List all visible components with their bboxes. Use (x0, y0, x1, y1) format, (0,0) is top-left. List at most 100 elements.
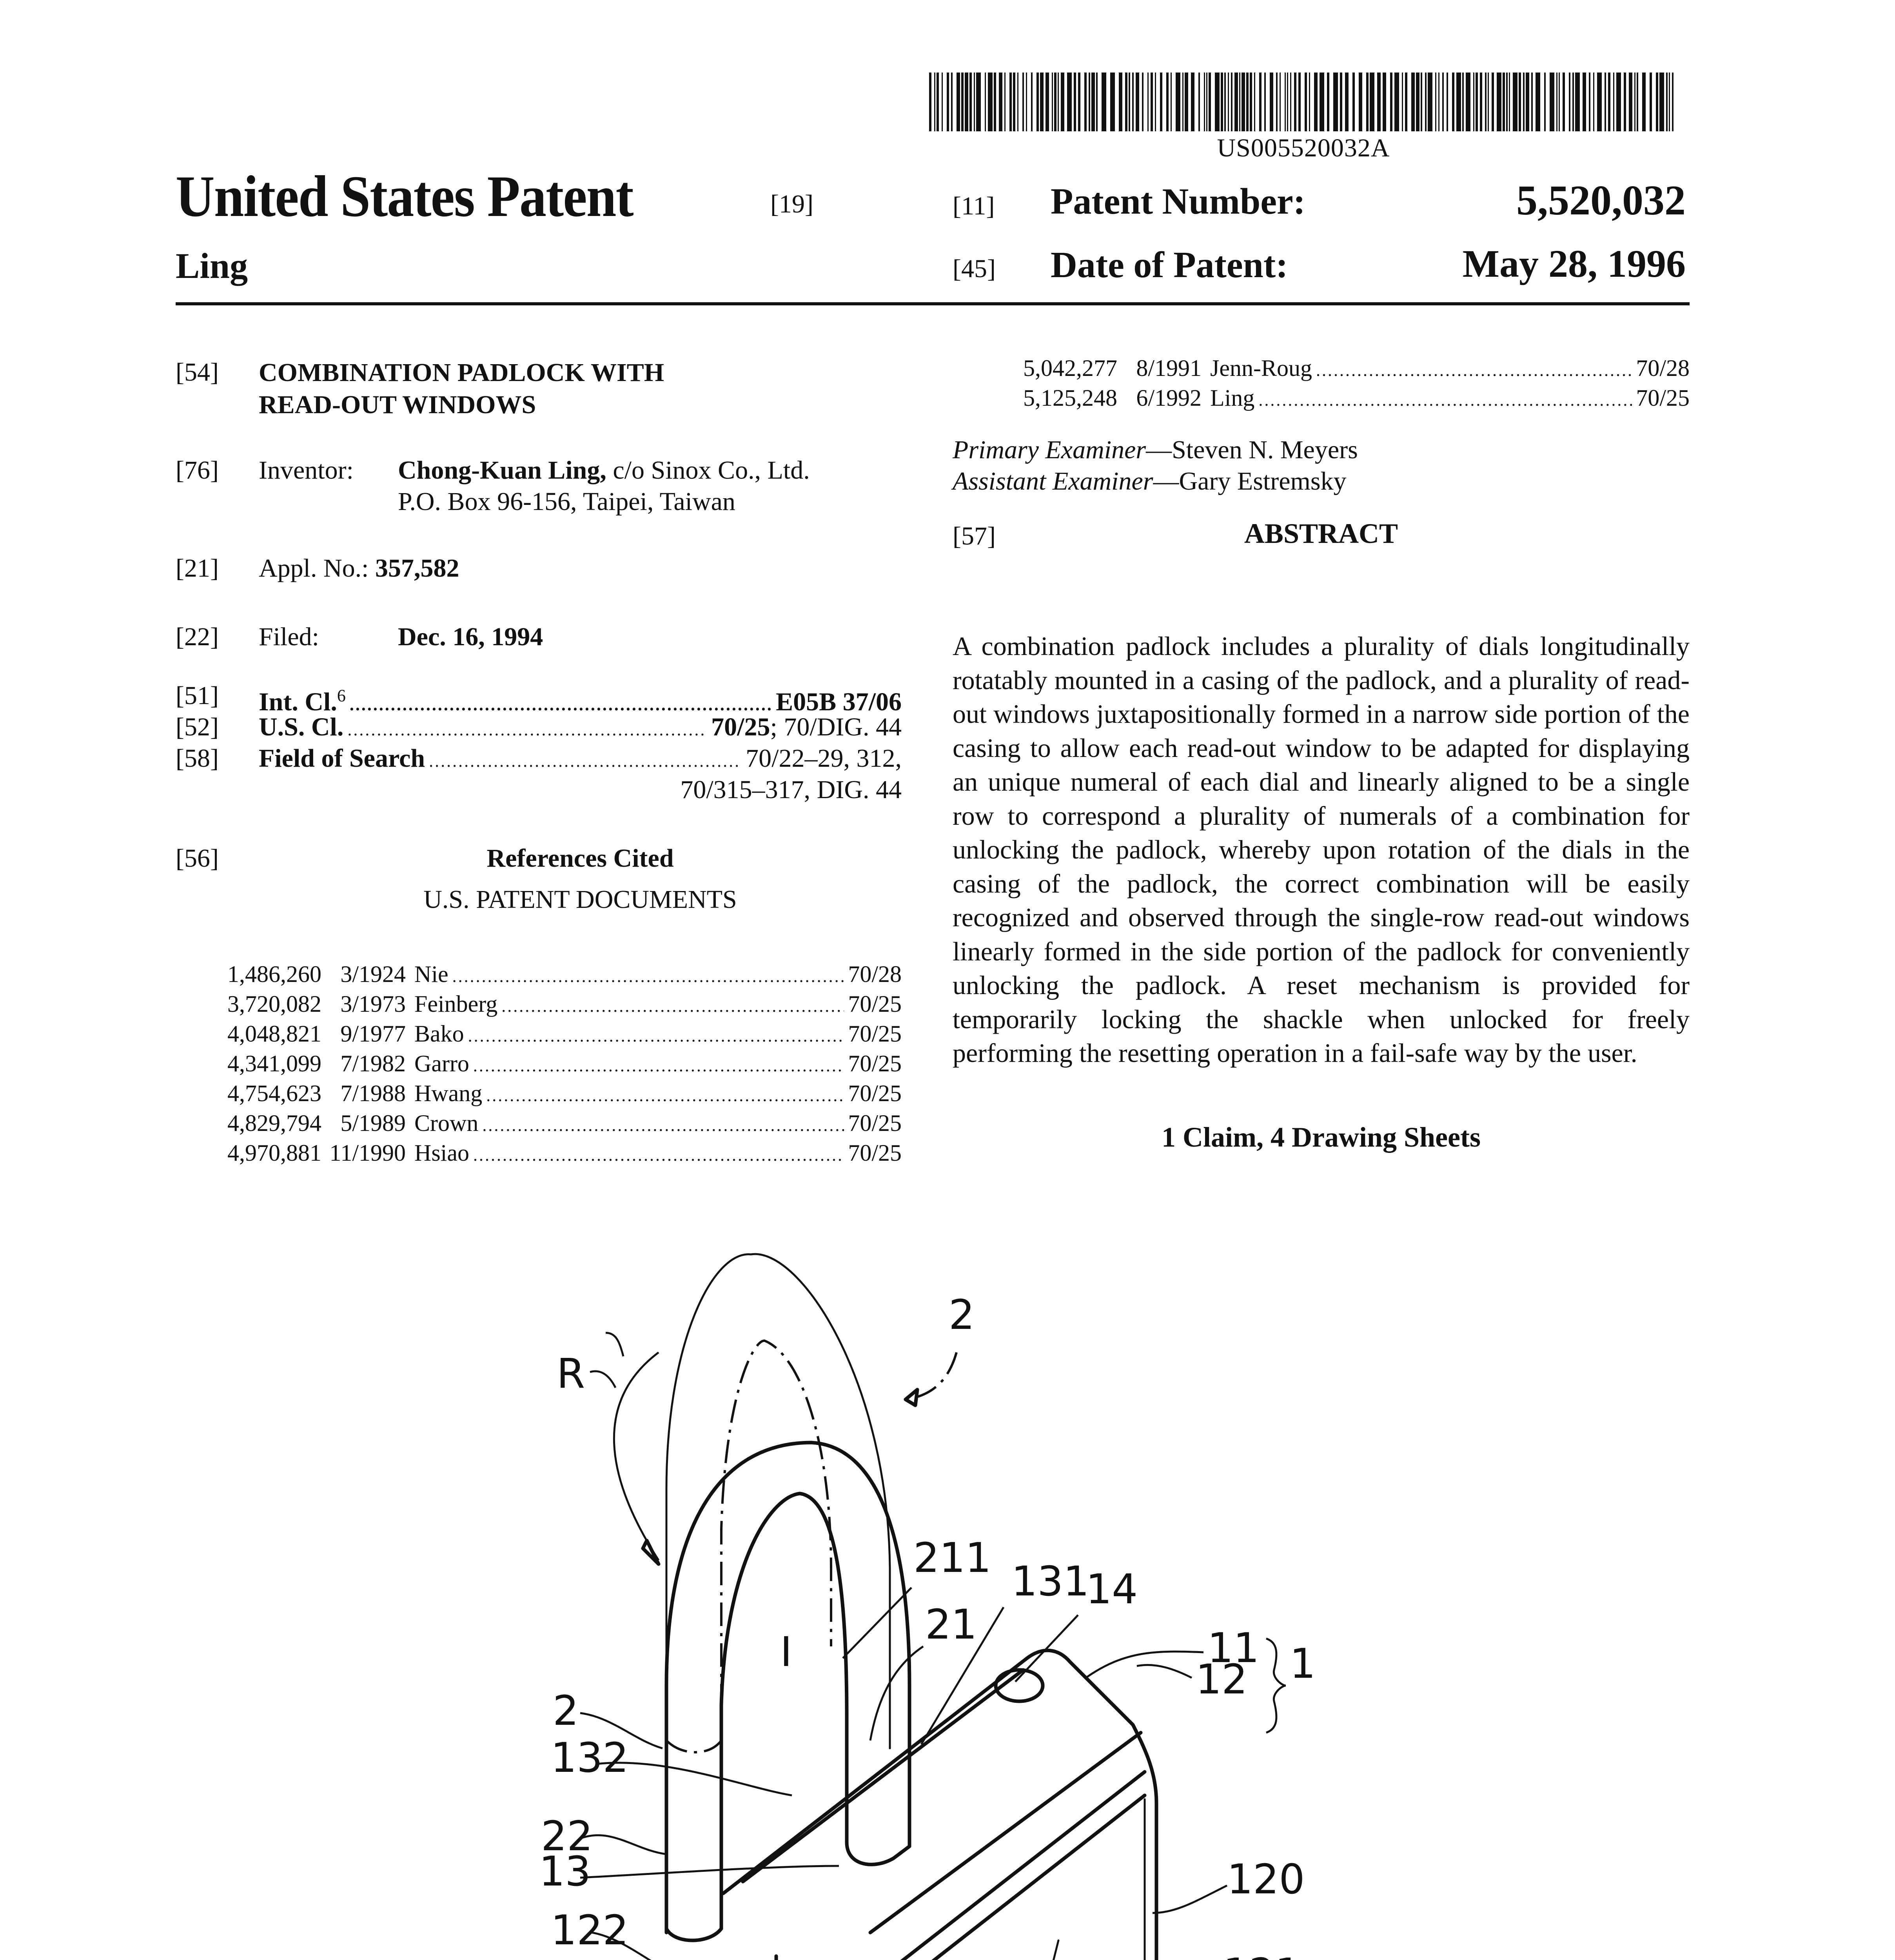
reference-number: 4,048,821 (227, 1021, 321, 1047)
inventor-details: Chong-Kuan Ling, c/o Sinox Co., Ltd. P.O… (398, 455, 810, 517)
barcode-bar (1129, 73, 1130, 131)
leader-dots (1258, 390, 1632, 410)
date-of-patent-value: May 28, 1996 (1462, 242, 1686, 285)
reference-inventor: Hwang (414, 1080, 483, 1106)
barcode-bar (1046, 73, 1049, 131)
barcode-bar (1250, 73, 1252, 131)
reference-inventor: Feinberg (414, 991, 498, 1017)
header-divider (176, 302, 1690, 305)
barcode-bar (1616, 73, 1621, 131)
barcode-bar (1176, 73, 1180, 131)
reference-date: 7/1982 (340, 1051, 406, 1076)
date-of-patent-code: [45] (953, 254, 996, 283)
reference-date: 3/1973 (340, 991, 406, 1017)
barcode-bar (1264, 73, 1266, 131)
barcode-bar (1629, 73, 1632, 131)
barcode-bar (1089, 73, 1090, 131)
barcode-bar (1613, 73, 1614, 131)
leader-line (920, 1606, 1005, 1745)
barcode-bar (1221, 73, 1223, 131)
barcode-bar (1171, 73, 1172, 131)
barcode-bar (1642, 73, 1646, 131)
barcode-bar (1526, 73, 1529, 131)
barcode-bar (1198, 73, 1200, 131)
barcode-bar (1276, 73, 1278, 131)
barcode-bar (1669, 73, 1670, 131)
barcode-bar (1513, 73, 1517, 131)
barcode-bar (1650, 73, 1652, 131)
patent-number-label: Patent Number: (1051, 181, 1306, 222)
date-of-patent-label: Date of Patent: (1051, 245, 1288, 285)
barcode-bar (1036, 73, 1039, 131)
barcode-bar (1402, 73, 1403, 131)
reference-number: 1,486,260 (227, 961, 321, 987)
barcode-bar (1383, 73, 1386, 131)
primary-examiner: Primary Examiner—Steven N. Meyers (953, 435, 1358, 465)
barcode-bar (1550, 73, 1554, 131)
reference-label: 2 (553, 1687, 579, 1735)
field-of-search-code: [58] (176, 744, 219, 773)
barcode-bar (1377, 73, 1381, 131)
barcode-bar (1285, 73, 1286, 131)
leader-line (580, 1834, 667, 1855)
field-of-search: Field of Search 70/22–29, 312, (259, 743, 902, 777)
leader-line (869, 1645, 924, 1741)
us-cl-label: U.S. Cl. (259, 713, 344, 741)
patent-number-value: 5,520,032 (1516, 177, 1686, 224)
primary-examiner-name: —Steven N. Meyers (1146, 436, 1358, 464)
barcode-bar (1084, 73, 1087, 131)
inventor-label: Inventor: (259, 456, 354, 485)
reference-label: 13 (539, 1847, 591, 1895)
leader-line (592, 1931, 652, 1960)
barcode-bar (1231, 73, 1232, 131)
barcode-bar (1672, 73, 1674, 131)
leader-dots (1316, 360, 1632, 380)
barcode-bar (1480, 73, 1482, 131)
barcode-bar (1013, 73, 1015, 131)
appl-no-code: [21] (176, 554, 219, 583)
padlock-casing (721, 1648, 1158, 1960)
reference-inventor: Hsiao (414, 1140, 469, 1166)
barcode-bar (1305, 73, 1307, 131)
barcode-bar (1280, 73, 1281, 131)
reference-class: 70/25 (848, 1080, 902, 1106)
barcode-bar (1442, 73, 1444, 131)
leader-dots (501, 991, 844, 1022)
primary-examiner-label: Primary Examiner (953, 436, 1146, 464)
rotation-arrow (613, 1352, 660, 1561)
leader-line (842, 1587, 912, 1659)
barcode-bar (1666, 73, 1668, 131)
barcode-bar (1359, 73, 1362, 131)
barcode-bar (1298, 73, 1301, 131)
barcode-bar (1242, 73, 1245, 131)
barcode-bar (957, 73, 960, 131)
barcode-bar (1204, 73, 1205, 131)
barcode-bar (1447, 73, 1448, 131)
reference-label: 2 (949, 1291, 975, 1339)
appl-no: Appl. No.: 357,582 (259, 553, 459, 584)
field-of-search-label: Field of Search (259, 744, 425, 773)
barcode-bar (1492, 73, 1494, 131)
reference-label: 1 (1290, 1640, 1316, 1688)
barcode-bar (1215, 73, 1220, 131)
barcode-bar (1239, 73, 1240, 131)
reference-class: 70/28 (1636, 355, 1690, 381)
reference-class: 70/25 (1636, 385, 1690, 411)
barcode-bar (947, 73, 949, 131)
appl-no-value: 357,582 (375, 554, 459, 583)
barcode-bar (1497, 73, 1501, 131)
barcode-bar (1583, 73, 1586, 131)
reference-date: 7/1988 (340, 1080, 406, 1106)
barcode-bar (1405, 73, 1407, 131)
barcode-bar (1572, 73, 1574, 131)
reference-class: 70/25 (848, 1110, 902, 1136)
barcode-bar (988, 73, 993, 131)
inventor-field-code: [76] (176, 456, 219, 485)
leader-line (1015, 1614, 1079, 1682)
barcode-bar (1058, 73, 1059, 131)
barcode-bar (1370, 73, 1374, 131)
